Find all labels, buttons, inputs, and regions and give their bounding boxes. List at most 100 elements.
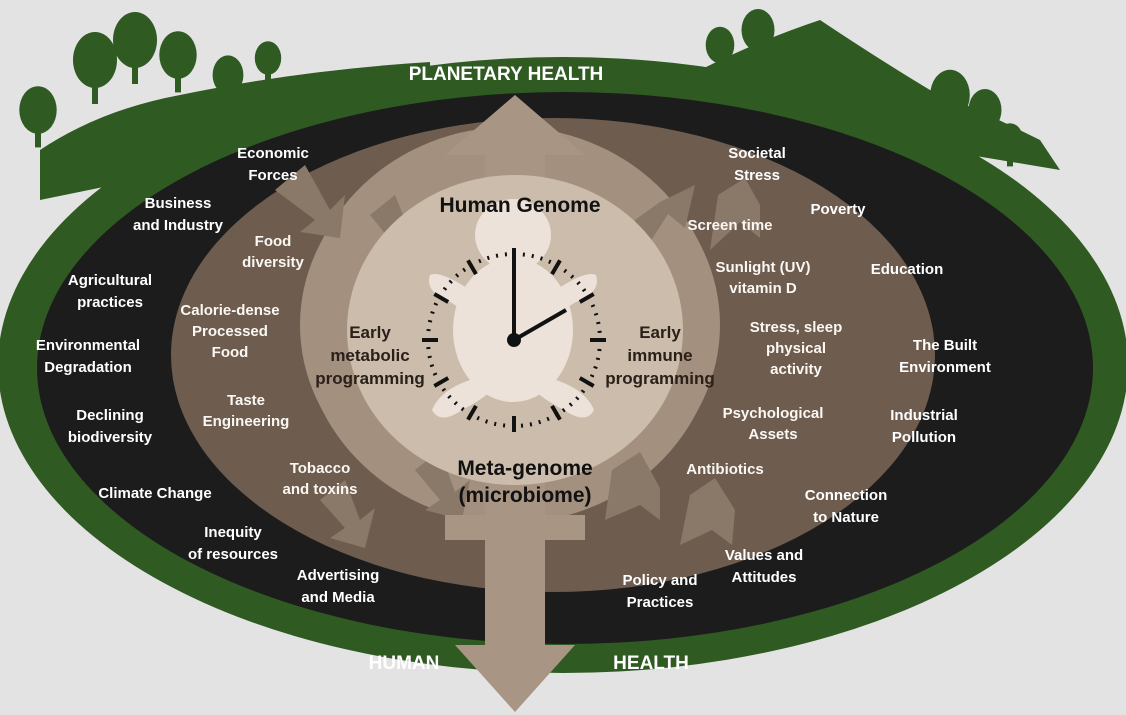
inner-factor-label-line: Food (255, 233, 292, 250)
tree-trunk (717, 45, 723, 74)
tree-icon (212, 55, 244, 106)
outer-factor-label-line: Business (145, 195, 212, 212)
inner-factor-label-line: Stress, sleep (750, 319, 843, 336)
outer-factor-label-line: Poverty (810, 201, 866, 218)
clock-icon (422, 248, 606, 432)
outer-factor-label-line: Connection (805, 487, 888, 504)
core-right-label-line: immune (627, 346, 692, 365)
inner-factor-label: Screen time (687, 217, 772, 234)
inner-factor-label-line: activity (770, 361, 822, 378)
tree-icon (968, 89, 1002, 143)
outer-factor-label-line: Environment (899, 359, 991, 376)
outer-factor-label-line: Education (871, 261, 944, 278)
tree-trunk (1007, 140, 1013, 167)
outer-factor-label: Poverty (810, 201, 866, 218)
outer-factor-label-line: Pollution (892, 429, 956, 446)
outer-factor-label-line: Agricultural (68, 272, 152, 289)
inner-factor-label-line: Antibiotics (686, 461, 764, 478)
outer-factor-label-line: to Nature (813, 509, 879, 526)
clock-tick (466, 259, 478, 276)
inner-factor-label-line: Processed (192, 323, 268, 340)
outer-factor-label-line: Climate Change (98, 485, 211, 502)
outer-factor-label: Agricultural practices (68, 272, 152, 311)
outer-factor-label: Declining biodiversity (68, 407, 153, 446)
clock-tick (466, 404, 478, 421)
tree-icon (113, 12, 157, 84)
inner-factor-label-line: Psychological (723, 405, 824, 422)
core-left-label-line: Early (349, 323, 391, 342)
inner-factor-label-line: vitamin D (729, 280, 797, 297)
inner-factor-label-line: physical (766, 340, 826, 357)
outer-factor-label-line: Declining (76, 407, 144, 424)
inner-factor-label: Sunlight (UV) vitamin D (716, 259, 811, 297)
inner-factor-label-line: Food (212, 344, 249, 361)
outer-factor-label-line: Stress (734, 167, 780, 184)
tree-trunk (755, 30, 761, 63)
outer-factor-label-line: Inequity (204, 524, 262, 541)
inner-factor-label-line: Calorie-dense (180, 302, 279, 319)
outer-factor-label-line: Practices (627, 594, 694, 611)
tree-trunk (92, 60, 98, 104)
inner-factor-label-line: Screen time (687, 217, 772, 234)
clock-tick (578, 376, 595, 388)
core-right-label-line: programming (605, 369, 715, 388)
outer-factor-label: Climate Change (98, 485, 211, 502)
tree-trunk (175, 55, 181, 93)
tree-icon (19, 86, 57, 148)
clock-tick (550, 259, 562, 276)
core-left-label-line: programming (315, 369, 425, 388)
inner-factor-label-line: Sunlight (UV) (716, 259, 811, 276)
inner-factor-label-line: Tobacco (290, 460, 351, 477)
core-bottom-label-2: (microbiome) (458, 484, 591, 507)
outer-factor-label: Connection to Nature (805, 487, 888, 526)
bottom-title-right: HEALTH (613, 653, 689, 674)
core-left-label: Early metabolic programming (315, 323, 425, 388)
tree-icon (705, 26, 735, 74)
outer-factor-label-line: Values and (725, 547, 803, 564)
clock-tick (433, 292, 450, 304)
outer-factor-label-line: The Built (913, 337, 977, 354)
core-top-label: Human Genome (439, 194, 600, 217)
outer-factor-label-line: Environmental (36, 337, 140, 354)
core-bottom-label-1: Meta-genome (457, 457, 592, 480)
outer-factor-label-line: and Industry (133, 217, 224, 234)
outer-factor-label-line: Economic (237, 145, 309, 162)
outer-factor-label-line: and Media (301, 589, 375, 606)
ring-title: PLANETARY HEALTH (409, 64, 604, 85)
tree-icon (996, 123, 1024, 167)
core-left-label-line: metabolic (330, 346, 409, 365)
outer-factor-label-line: Forces (248, 167, 297, 184)
outer-factor-label-line: Degradation (44, 359, 132, 376)
outer-factor-label-line: biodiversity (68, 429, 153, 446)
outer-factor-label-line: Attitudes (732, 569, 797, 586)
tree-icon (254, 41, 282, 85)
outer-factor-label-line: Policy and (622, 572, 697, 589)
clock-hub (507, 333, 521, 347)
outer-factor-label-line: practices (77, 294, 143, 311)
inner-factor-label: Stress, sleep physical activity (750, 319, 843, 378)
clock-tick (550, 404, 562, 421)
tree-trunk (947, 95, 953, 135)
inner-factor-label-line: diversity (242, 254, 304, 271)
outer-factor-label: Education (871, 261, 944, 278)
tree-trunk (132, 40, 138, 84)
bottom-title-left: HUMAN (369, 653, 440, 674)
inner-factor-label-line: Assets (748, 426, 797, 443)
clock-hour-hand (513, 308, 567, 342)
core-right-label-line: Early (639, 323, 681, 342)
inner-factor-label: Food diversity (242, 233, 304, 271)
tree-trunk (265, 58, 271, 85)
tree-icon (930, 69, 970, 135)
tree-icon (159, 31, 197, 93)
